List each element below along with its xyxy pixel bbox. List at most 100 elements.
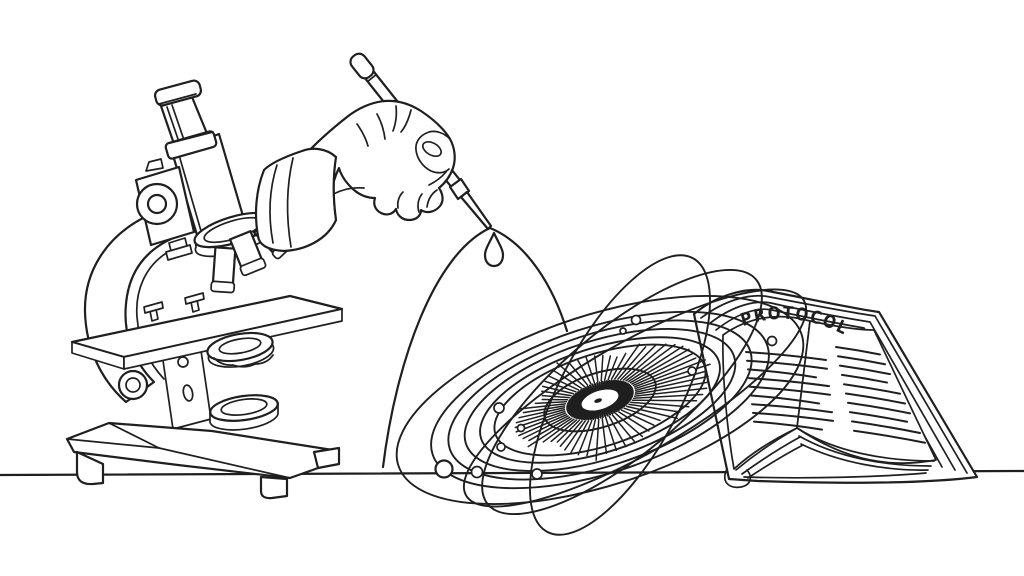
nucleus-spoke [522,405,566,414]
nucleus-hatch [615,400,629,405]
nucleus-spoke [603,355,612,381]
nucleus-hatch [600,380,604,390]
nucleus-spoke [556,419,580,443]
liquid-drop [483,231,505,268]
droplet [483,231,505,268]
nucleus-spoke [623,407,661,422]
cuff-outline [254,147,338,253]
nucleus-hatch [603,380,609,390]
nucleus-spoke [634,363,711,390]
stage-clip [143,301,164,322]
pivot-joint [117,369,149,401]
nucleus-hatch [596,381,600,391]
bubble [630,314,642,326]
electron [434,459,454,479]
nucleus-spoke [595,418,600,461]
atom-diagram [395,254,808,536]
nucleus-hatch [589,410,596,421]
eyepiece-cap [153,79,203,107]
cuff-fold [332,156,337,221]
orbit-loop [529,254,711,536]
nucleus-hatch [586,385,594,393]
dome-curve [381,226,569,469]
nucleus-hatch [591,410,597,420]
body-tube-contour [178,154,202,232]
pipette-cap-band [366,73,378,83]
nucleus-spoke [614,412,644,438]
text-line [843,383,901,395]
orbit-ring [395,294,805,506]
nucleus-spoke [601,417,608,455]
text-line [845,392,906,405]
page-edge [708,301,956,471]
base-foot [75,450,105,486]
nucleus-spoke [568,361,589,386]
nucleus-hatch [600,409,604,419]
nucleus-spoke [548,375,580,391]
nucleus-hatch [605,407,612,416]
right-page-text [835,346,926,444]
nucleus-spoke [527,417,573,448]
text-line [847,401,911,415]
nucleus-hatch [576,391,588,397]
nucleus-hatch [593,382,598,392]
hand-outline [304,99,456,222]
cuff-fold [269,164,278,244]
nucleus-spoke [518,407,566,419]
nucleus-spoke [553,370,583,389]
nucleus [514,343,711,461]
nucleus-spoke [629,348,690,384]
nucleus-hatch [609,405,618,413]
nucleus-hatch [601,380,606,390]
nucleus-spoke [542,418,575,443]
nucleus-hatch [588,384,595,393]
nucleus-hatch [599,409,602,419]
page-edge [715,308,943,468]
hand [304,99,456,222]
nucleus-spoke [541,385,575,395]
nucleus-hatch [618,387,633,394]
nucleus-hatch [584,386,593,394]
page-edge [700,294,968,474]
nucleus-spoke [617,346,647,380]
nucleus-hatch [591,383,597,392]
nucleus-spoke [620,409,655,426]
focus-knob [135,182,179,226]
nucleus-spoke [607,356,618,381]
electron [516,423,526,433]
nucleus-spoke [585,356,596,384]
nucleus-spoke [631,399,698,402]
nucleus-spoke [608,415,627,448]
orbit-loop [481,268,763,516]
nucleus-spoke [577,419,593,456]
text-line [752,411,834,422]
nucleus-hatch [608,379,618,390]
nucleus-hatch [578,390,589,396]
text-line [841,373,888,384]
electron [493,402,505,414]
nucleus-spoke [522,415,569,440]
nucleus-spoke [556,362,586,388]
objective-lens [210,246,237,294]
nucleus-hatch [606,407,614,415]
nucleus-spoke [632,357,697,387]
nucleus-hatch [606,379,613,390]
nucleus-hatch [607,379,615,390]
nucleus-spoke [550,419,578,443]
nucleus-hatch [611,404,622,410]
pipette-tip [448,177,493,231]
electron [766,335,778,347]
text-line [839,364,891,376]
hand-details [329,105,451,213]
bubble [619,327,627,335]
nucleus-spoke [625,405,679,420]
text-line [837,355,886,366]
spine-curl [723,468,752,489]
orbit-rings [395,254,808,536]
nucleus-dark-ring [566,379,634,421]
nucleus-hatch [604,379,611,390]
nucleus-spoke [544,380,577,393]
electron [470,465,484,479]
nucleus-hatch [607,406,616,414]
